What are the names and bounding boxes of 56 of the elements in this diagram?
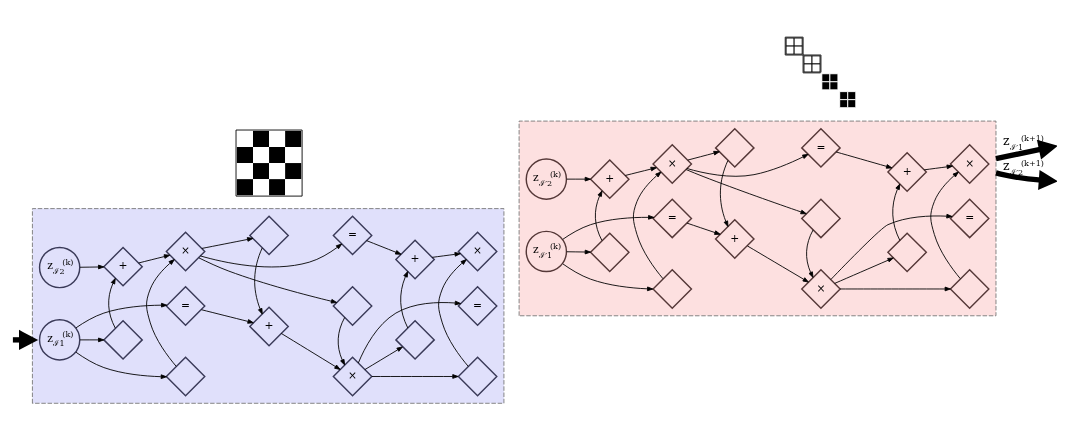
- arrow: [280, 332, 341, 370]
- arrow: [923, 164, 953, 170]
- arrow: [366, 239, 402, 255]
- node-diamond: [949, 268, 990, 309]
- arrow: [624, 166, 657, 176]
- node-diamond: [652, 268, 693, 309]
- arrow: [830, 213, 953, 280]
- arrow: [79, 337, 105, 342]
- arrow: [75, 351, 167, 379]
- arrow: [201, 308, 254, 324]
- node-diamond: [165, 355, 206, 397]
- arrow: [687, 150, 720, 160]
- arrow: [400, 270, 409, 328]
- cluster: [518, 120, 997, 316]
- arrow: [79, 264, 105, 269]
- arrow: [146, 258, 177, 367]
- arrow: [201, 236, 254, 249]
- arrow: [930, 171, 961, 279]
- arrow: [685, 168, 807, 214]
- arrow: [686, 153, 809, 177]
- arrow: [254, 247, 263, 314]
- node-diamond: [457, 355, 498, 397]
- arrow: [835, 151, 893, 169]
- arrow: [562, 214, 655, 240]
- arrow: [75, 302, 168, 328]
- arrow: [198, 256, 338, 304]
- arrow: [719, 159, 729, 227]
- arrow: [337, 316, 346, 365]
- node-diamond: =: [457, 285, 498, 326]
- arrow: [746, 244, 809, 283]
- arrow: [995, 169, 1057, 190]
- node-diamond: [102, 319, 144, 360]
- arrow: [566, 249, 591, 254]
- node-diamond: =: [652, 197, 693, 239]
- node-diamond: =: [165, 285, 206, 326]
- arrow: [438, 258, 469, 367]
- arrow: [371, 373, 459, 379]
- arrow: [562, 262, 654, 291]
- arrow: [892, 183, 901, 241]
- arrow: [199, 243, 343, 267]
- arrow: [686, 222, 721, 235]
- arrow: [138, 253, 171, 263]
- arrow: [632, 171, 664, 279]
- node-diamond: =: [949, 197, 990, 239]
- arrow: [357, 300, 462, 363]
- arrow: [995, 139, 1057, 161]
- cluster: [31, 207, 505, 404]
- arrow: [834, 257, 894, 284]
- arrow: [364, 346, 403, 370]
- arrow: [594, 189, 603, 241]
- arrow: [108, 277, 116, 329]
- node-diamond: [589, 231, 630, 273]
- arrow: [431, 251, 461, 258]
- arrow: [566, 176, 591, 181]
- arrow: [806, 229, 814, 278]
- arrow: [839, 286, 951, 291]
